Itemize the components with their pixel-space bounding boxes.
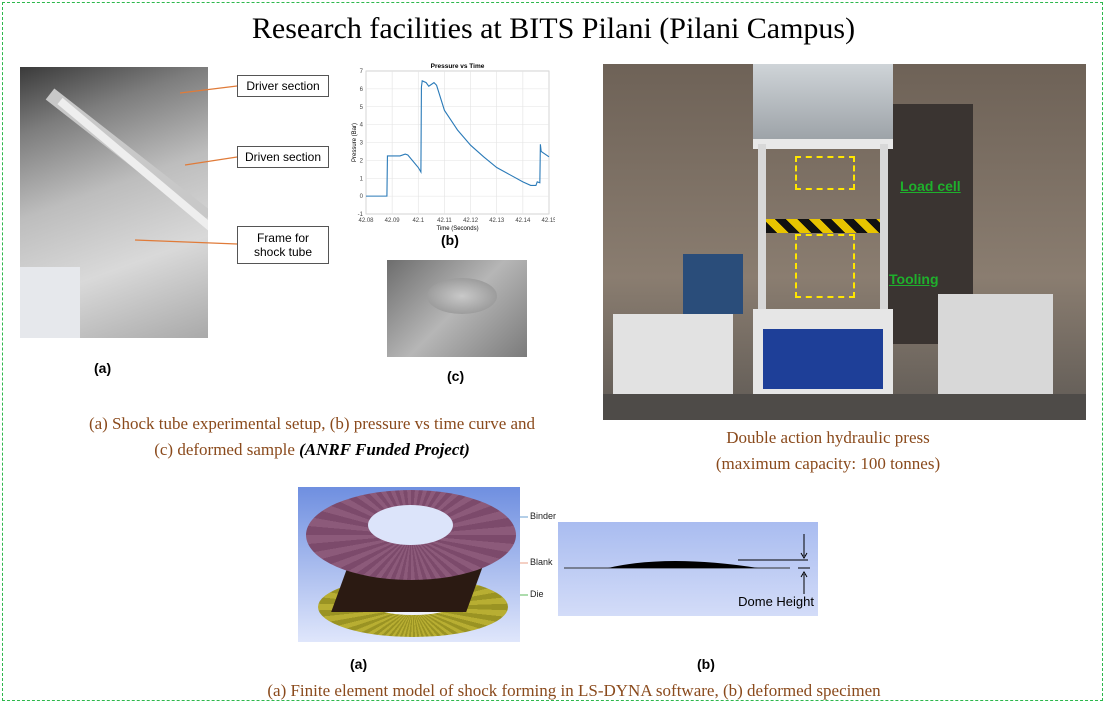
caption-line: (maximum capacity: 100 tonnes) xyxy=(715,454,941,473)
page-title: Research facilities at BITS Pilani (Pila… xyxy=(251,12,856,45)
x-tick-label: 42.15 xyxy=(541,218,555,224)
x-tick-label: 42.13 xyxy=(489,218,505,224)
chart-title: Pressure vs Time xyxy=(431,63,485,70)
x-tick-label: 42.14 xyxy=(515,218,531,224)
y-tick-label: 6 xyxy=(360,87,364,93)
y-tick-label: 1 xyxy=(360,176,364,182)
label-frame: Frame for shock tube xyxy=(237,226,329,264)
dome-height-label: Dome Height xyxy=(738,594,814,609)
shock-tube-photo xyxy=(20,67,208,338)
caption-text: (c) deformed sample xyxy=(154,440,300,459)
sublabel-a: (a) xyxy=(94,360,112,376)
x-tick-label: 42.09 xyxy=(385,218,401,224)
label-blank: Blank xyxy=(530,557,553,567)
y-tick-label: 5 xyxy=(360,105,364,111)
y-axis-label: Pressure (Bar) xyxy=(352,123,358,162)
label-die: Die xyxy=(530,589,544,599)
x-tick-label: 42.1 xyxy=(412,218,424,224)
x-tick-label: 42.12 xyxy=(463,218,479,224)
hydraulic-press-photo xyxy=(603,64,1086,420)
fem-caption: (a) Finite element model of shock formin… xyxy=(267,681,881,700)
shock-tube-caption: (a) Shock tube experimental setup, (b) p… xyxy=(0,411,624,463)
y-tick-label: 7 xyxy=(360,69,364,75)
pressure-series-line xyxy=(366,80,550,197)
y-tick-label: -1 xyxy=(358,212,364,218)
sublabel-c: (c) xyxy=(447,368,465,384)
fe-model-image xyxy=(298,487,520,642)
pressure-time-chart: 42.08 42.09 42.1 42.11 42.12 42.13 42.14 42.15 -… xyxy=(352,63,555,232)
press-caption: Double action hydraulic press (maximum c… xyxy=(603,425,1053,477)
y-tick-label: 2 xyxy=(360,158,364,164)
label-driven-section: Driven section xyxy=(237,146,329,168)
x-axis-label: Time (Seconds) xyxy=(436,226,478,232)
funding-note: (ANRF Funded Project) xyxy=(299,440,470,459)
label-driver-section: Driver section xyxy=(237,75,329,97)
deformed-sample-photo xyxy=(387,260,527,357)
fem-sublabel-b: (b) xyxy=(697,656,715,672)
caption-line: Double action hydraulic press xyxy=(726,428,930,447)
x-tick-label: 42.11 xyxy=(437,218,452,224)
label-binder: Binder xyxy=(530,511,557,521)
dome-profile xyxy=(564,534,810,594)
y-tick-label: 3 xyxy=(360,141,364,147)
y-tick-label: 0 xyxy=(360,194,364,200)
fem-sublabel-a: (a) xyxy=(350,656,368,672)
sublabel-b: (b) xyxy=(441,232,459,248)
caption-line: (a) Shock tube experimental setup, (b) p… xyxy=(88,414,536,433)
label-tooling: Tooling xyxy=(889,271,939,287)
label-load-cell: Load cell xyxy=(900,178,961,194)
caption-line: (c) deformed sample (ANRF Funded Project… xyxy=(0,437,624,463)
x-tick-label: 42.08 xyxy=(358,218,374,224)
y-tick-label: 4 xyxy=(360,123,364,129)
deformed-specimen-image: Dome Height xyxy=(558,522,818,616)
